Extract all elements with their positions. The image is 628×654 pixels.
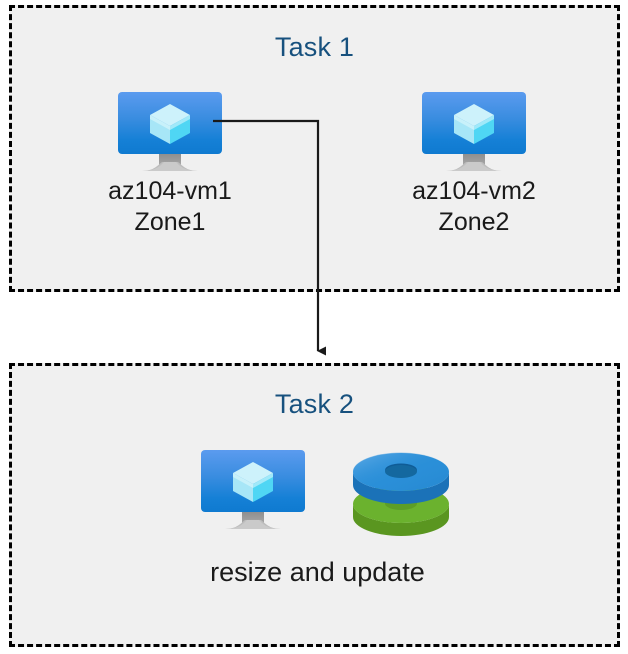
task-2-container: Task 2 [9,363,620,647]
cube-glyph [454,104,494,144]
monitor-base [140,162,200,171]
azure-disks-icon [352,452,449,536]
vm-name-label: az104-vm1 [108,177,232,205]
azure-virtual-machine-icon [200,450,305,529]
vm-name-label: az104-vm2 [412,177,536,205]
vm-node-az104-vm2: az104-vm2 Zone2 [374,92,574,238]
disk-blue [352,452,449,504]
monitor-base [222,520,283,529]
task-1-title: Task 1 [274,32,355,62]
cube-glyph [150,104,190,144]
monitor-base [444,162,504,171]
vm-node-az104-vm1: az104-vm1 Zone1 [70,92,270,238]
azure-virtual-machine-icon [422,92,526,171]
task-2-title: Task 2 [274,389,355,419]
task-2-icon-row [21,450,628,548]
azure-virtual-machine-icon [118,92,222,171]
cube-glyph [232,462,273,502]
vm-zone-label: Zone1 [134,208,206,236]
vm-zone-label: Zone2 [438,208,510,236]
task-2-caption: resize and update [210,557,425,587]
task-1-container: Task 1 az104-vm1 Zone1 [9,5,620,292]
